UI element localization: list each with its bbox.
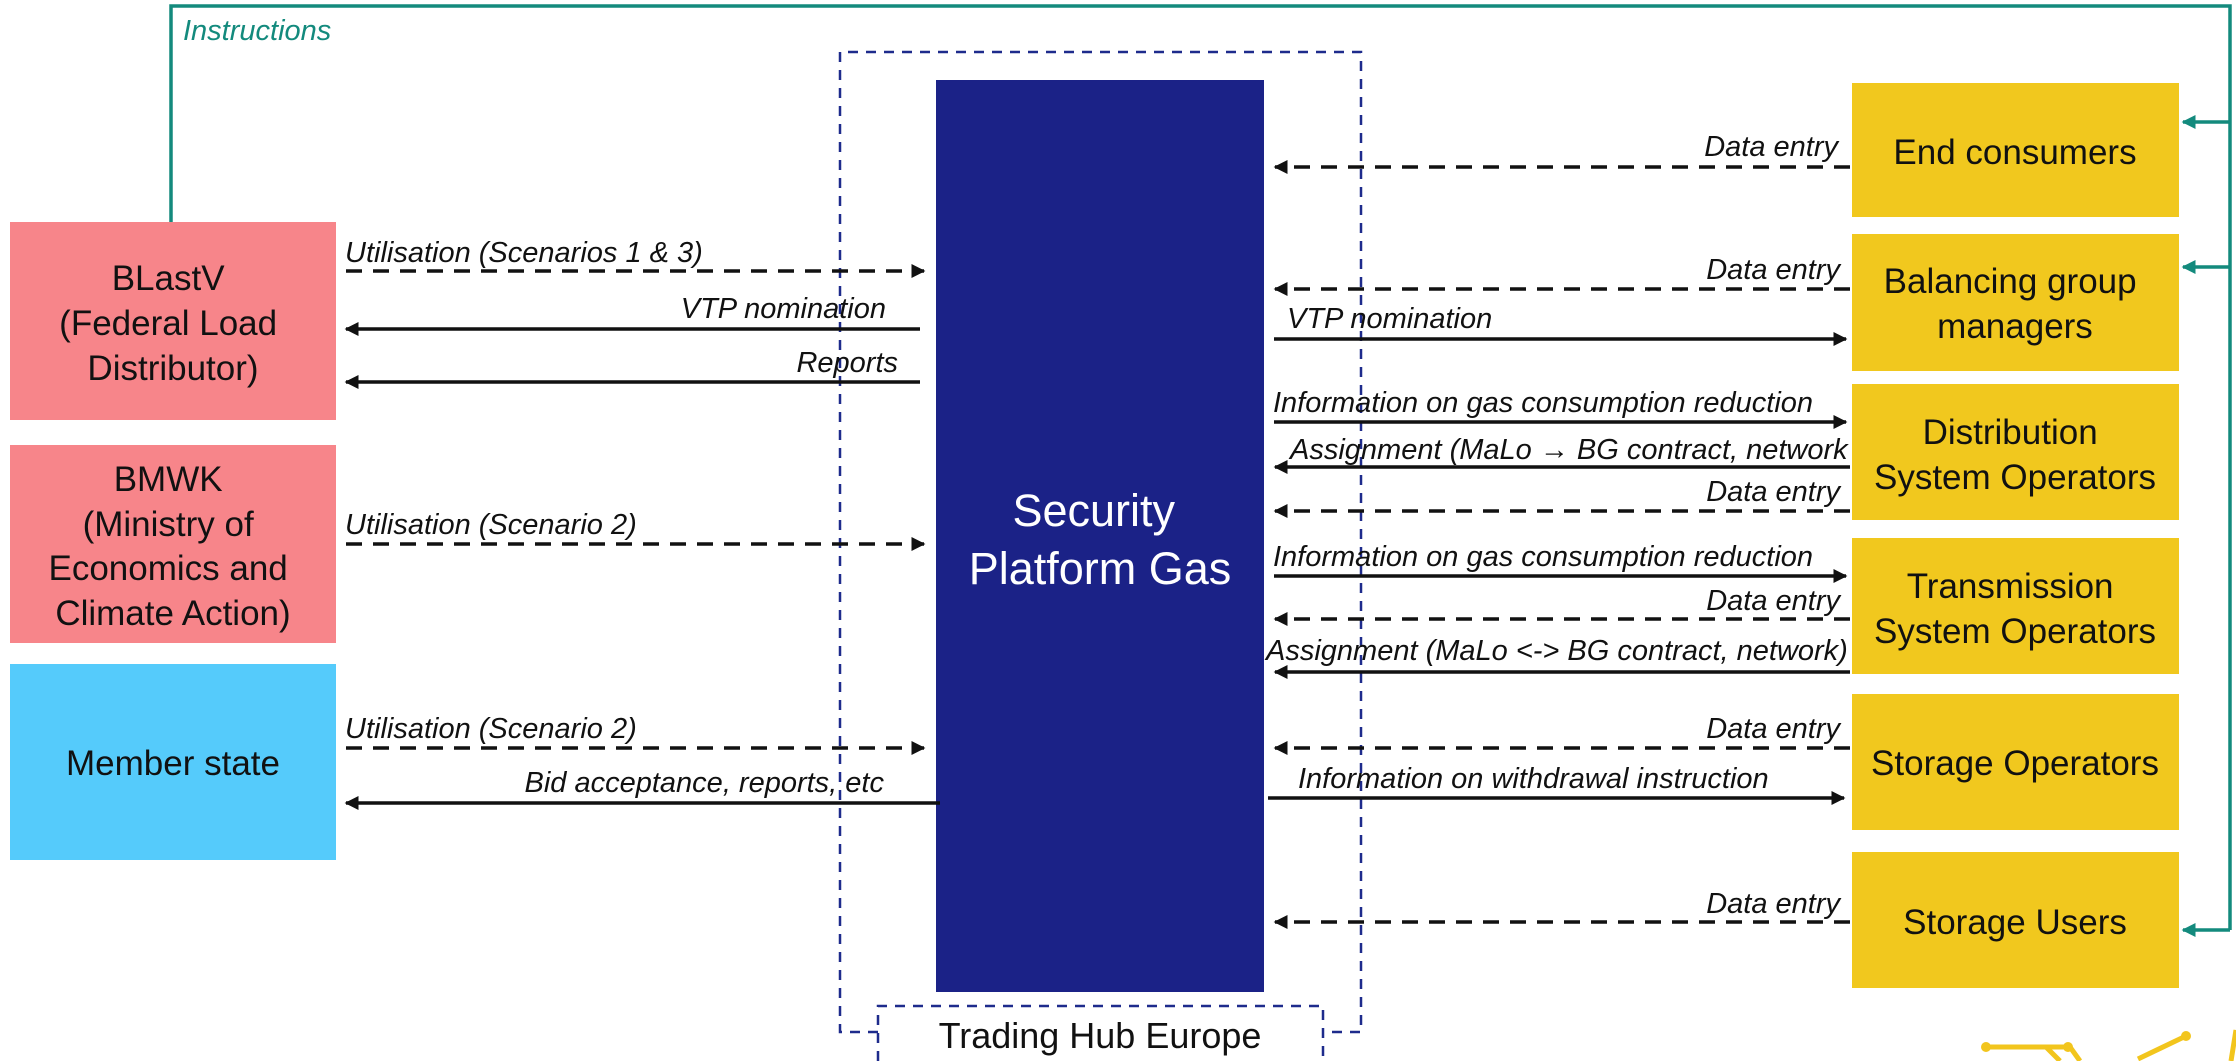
logo-fragment-icon — [1981, 1029, 2236, 1061]
flow-bgm-data-entry: Data entry — [1273, 254, 1850, 296]
instructions-label: Instructions — [183, 15, 331, 47]
storage-users-label: Storage Users — [1903, 903, 2127, 942]
end-consumers-label: End consumers — [1893, 133, 2136, 172]
box-storage-users: Storage Users — [1852, 852, 2179, 988]
svg-text:Data entry: Data entry — [1706, 254, 1841, 286]
svg-text:Assignment (MaLo → BG contract: Assignment (MaLo → BG contract, network — [1288, 434, 1849, 466]
security-platform-gas: Security Platform Gas — [936, 80, 1264, 992]
box-tso: Transmission System Operators — [1852, 538, 2179, 674]
flow-tso-data-entry: Data entry — [1273, 585, 1850, 626]
svg-text:Utilisation (Scenario 2): Utilisation (Scenario 2) — [345, 509, 637, 541]
flow-member-state-bid-acceptance: Bid acceptance, reports, etc — [344, 767, 940, 810]
flow-member-state-utilisation: Utilisation (Scenario 2) — [345, 713, 926, 755]
svg-text:Reports: Reports — [796, 347, 898, 379]
instructions-loop: Instructions — [169, 4, 2232, 937]
flow-dso-information: Information on gas consumption reduction — [1273, 387, 1848, 429]
flow-dso-assignment: Assignment (MaLo → BG contract, network — [1273, 434, 1850, 474]
flow-blastv-utilisation: Utilisation (Scenarios 1 & 3) — [345, 237, 926, 278]
svg-text:Data entry: Data entry — [1704, 131, 1839, 163]
flow-tso-information: Information on gas consumption reduction — [1273, 541, 1848, 583]
box-blastv: BLastV (Federal Load Distributor) — [10, 222, 336, 420]
svg-text:VTP nomination: VTP nomination — [681, 293, 886, 325]
svg-text:Utilisation (Scenario 2): Utilisation (Scenario 2) — [345, 713, 637, 745]
flow-bgm-vtp-nomination: VTP nomination — [1274, 303, 1848, 346]
flow-bmwk-utilisation: Utilisation (Scenario 2) — [345, 509, 926, 551]
platform-title: Security Platform Gas — [969, 485, 1232, 594]
box-balancing-group-managers: Balancing group managers — [1852, 234, 2179, 371]
box-dso: Distribution System Operators — [1852, 384, 2179, 520]
flow-blastv-reports: Reports — [344, 347, 920, 389]
bgm-label: Balancing group managers — [1884, 262, 2147, 346]
trading-hub-frame: Trading Hub Europe — [838, 50, 1363, 1061]
svg-text:Information on gas consumption: Information on gas consumption reduction — [1273, 387, 1813, 419]
blastv-label: BLastV (Federal Load Distributor) — [59, 259, 287, 388]
flow-storage-operators-data-entry: Data entry — [1273, 713, 1850, 755]
svg-text:Assignment (MaLo <-> BG contra: Assignment (MaLo <-> BG contract, networ… — [1264, 635, 1848, 667]
box-member-state: Member state — [10, 664, 336, 860]
svg-text:VTP nomination: VTP nomination — [1287, 303, 1492, 335]
flow-blastv-vtp-nomination: VTP nomination — [344, 293, 920, 336]
trading-hub-label: Trading Hub Europe — [939, 1015, 1262, 1056]
flow-storage-users-data-entry: Data entry — [1273, 888, 1850, 929]
flow-end-consumers-data-entry: Data entry — [1273, 131, 1850, 174]
flow-dso-data-entry: Data entry — [1273, 476, 1850, 518]
box-bmwk: BMWK (Ministry of Economics and Climate … — [10, 445, 336, 643]
svg-text:Bid acceptance, reports, etc: Bid acceptance, reports, etc — [525, 767, 885, 799]
svg-text:Utilisation (Scenarios 1 & 3): Utilisation (Scenarios 1 & 3) — [345, 237, 703, 269]
flow-tso-assignment: Assignment (MaLo <-> BG contract, networ… — [1264, 635, 1850, 679]
svg-text:Information on gas consumption: Information on gas consumption reduction — [1273, 541, 1813, 573]
flow-storage-operators-withdrawal: Information on withdrawal instruction — [1268, 763, 1846, 805]
svg-text:Data entry: Data entry — [1706, 585, 1841, 617]
svg-text:Data entry: Data entry — [1706, 888, 1841, 920]
box-storage-operators: Storage Operators — [1852, 694, 2179, 830]
svg-text:Data entry: Data entry — [1706, 713, 1841, 745]
storage-operators-label: Storage Operators — [1871, 744, 2159, 783]
tso-label: Transmission System Operators — [1874, 567, 2156, 651]
member-state-label: Member state — [66, 744, 280, 783]
bmwk-label: BMWK (Ministry of Economics and Climate … — [48, 460, 297, 633]
dso-label: Distribution System Operators — [1874, 413, 2156, 497]
box-end-consumers: End consumers — [1852, 83, 2179, 217]
svg-text:Data entry: Data entry — [1706, 476, 1841, 508]
svg-text:Information on withdrawal inst: Information on withdrawal instruction — [1298, 763, 1769, 795]
